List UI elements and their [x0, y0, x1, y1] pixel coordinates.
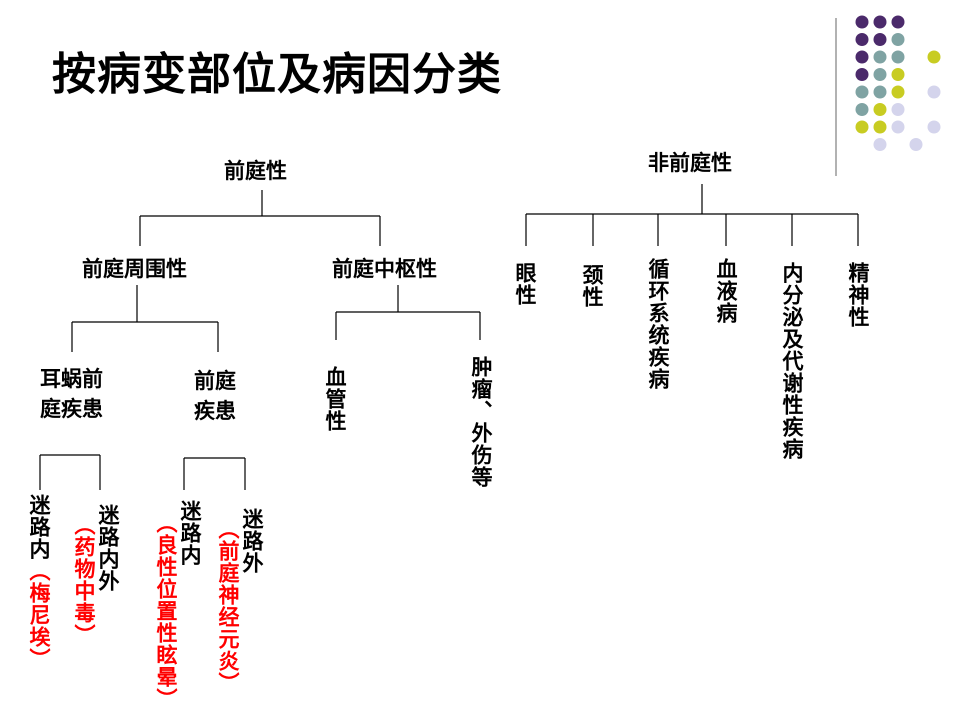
node-peripheral: 前庭周围性 [82, 257, 187, 281]
node-vest-disease-line1: 前庭 [194, 369, 236, 393]
decorative-dot [873, 33, 887, 46]
node-vest-disease-line2: 疾患 [194, 399, 236, 423]
decorative-dot [855, 68, 869, 81]
leaf-drug-toxicity: 迷路内外 （药物中毒） [72, 504, 120, 646]
decorative-dot [891, 120, 905, 134]
node-vascular: 血管性 [323, 366, 347, 432]
node-vestibular: 前庭性 [224, 159, 287, 183]
decorative-dot [873, 85, 887, 99]
node-blood: 血液病 [714, 258, 738, 324]
decorative-dot [891, 68, 905, 81]
page-title: 按病变部位及病因分类 [52, 49, 502, 100]
node-central: 前庭中枢性 [332, 257, 437, 281]
leaf-neuronitis-sub: （前庭神经元炎） [216, 518, 240, 694]
decorative-dot [855, 33, 869, 46]
node-cervical: 颈性 [580, 264, 604, 308]
node-non-vestibular: 非前庭性 [648, 151, 732, 175]
leaf-meniere-main: 迷路内 [27, 494, 51, 560]
node-psychiatric: 精神性 [846, 262, 870, 328]
leaf-neuronitis-main: 迷路外 [240, 508, 264, 574]
node-tumor-trauma: 肿瘤、外伤等 [469, 356, 493, 488]
decorative-dot [855, 103, 869, 116]
decorative-dot [855, 50, 869, 64]
decorative-dot [855, 85, 869, 99]
node-cochlear-line1: 耳蜗前 [40, 367, 103, 391]
leaf-neuronitis: 迷路外 （前庭神经元炎） [216, 508, 264, 694]
node-ocular: 眼性 [513, 262, 537, 306]
decorative-dot [891, 50, 905, 64]
decorative-dot [855, 15, 869, 29]
decorative-dot [891, 85, 905, 99]
decorative-dot [873, 50, 887, 64]
leaf-meniere-sub: （梅尼埃） [27, 560, 51, 670]
node-cochlear-line2: 庭疾患 [40, 397, 103, 421]
decorative-dot [891, 103, 905, 116]
leaf-drug-main: 迷路内外 [96, 504, 120, 592]
leaf-bppv-main: 迷路内 [178, 500, 202, 566]
decorative-dot [873, 15, 887, 29]
decorative-dot [927, 120, 941, 134]
decorative-dot [873, 120, 887, 134]
leaf-meniere: 迷路内 （梅尼埃） [22, 494, 56, 670]
decorative-dot [927, 50, 941, 64]
decorative-dot [891, 33, 905, 46]
node-endocrine: 内分泌及代谢性疾病 [780, 262, 804, 460]
decorative-dot [909, 138, 923, 151]
decorative-dot [873, 68, 887, 81]
decorative-dot [927, 85, 941, 99]
leaf-drug-sub: （药物中毒） [72, 514, 96, 646]
decorative-dot [855, 120, 869, 134]
leaf-bppv: 迷路内 （良性位置性眩晕） [154, 500, 202, 710]
decorative-dot [873, 103, 887, 116]
decorative-dot [873, 138, 887, 151]
node-circulatory: 循环系统疾病 [646, 258, 670, 390]
leaf-bppv-sub: （良性位置性眩晕） [154, 512, 178, 710]
decorative-dot [891, 15, 905, 29]
